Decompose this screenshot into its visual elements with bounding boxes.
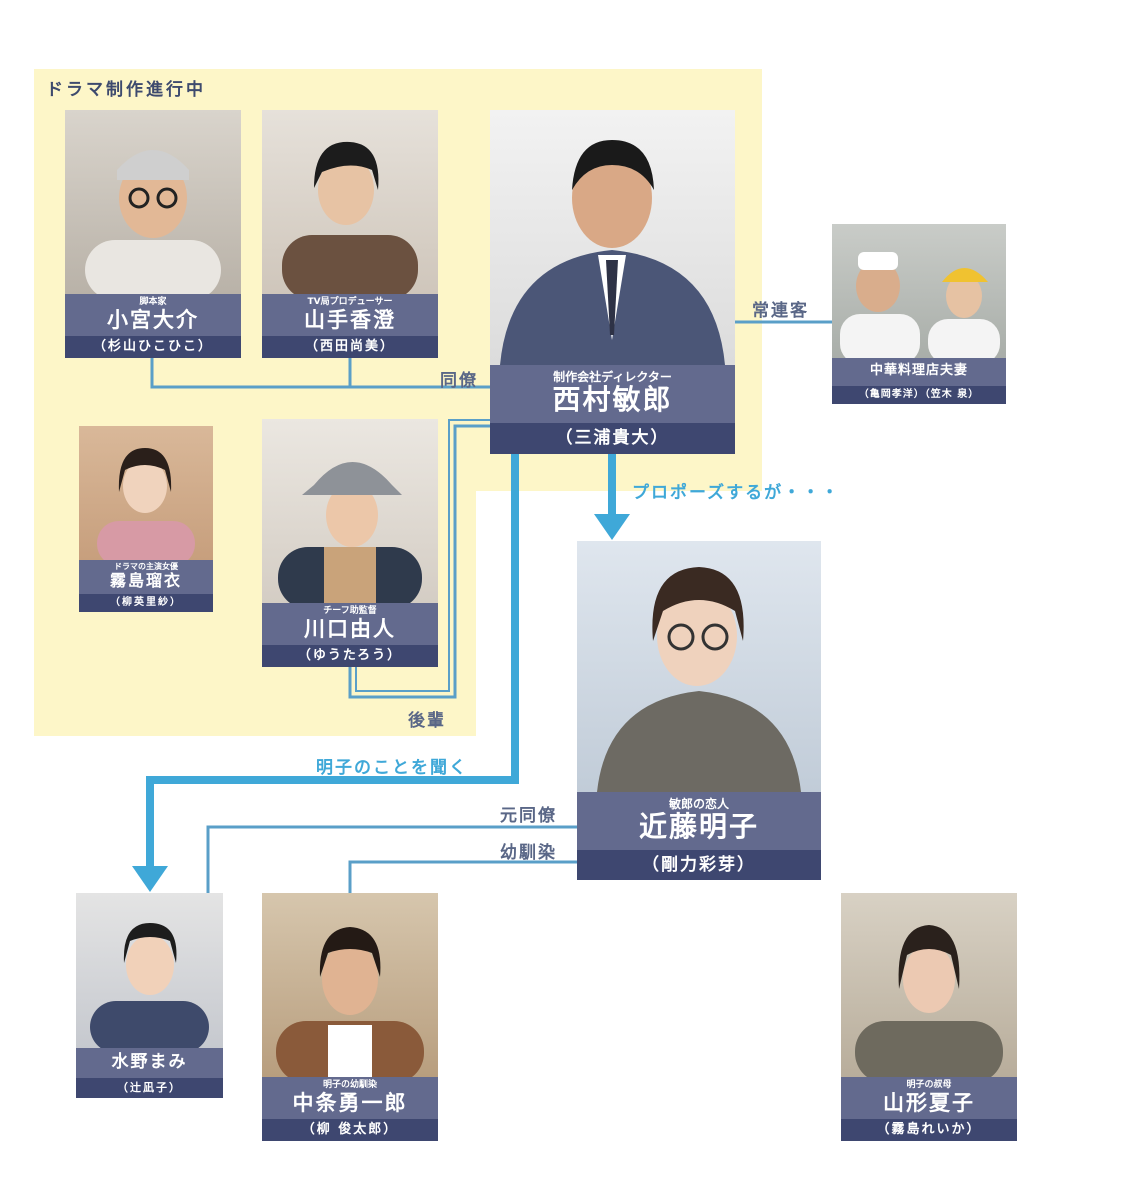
card-nishimura[interactable]: 制作会社ディレクター 西村敏郎 （三浦貴大） — [490, 110, 735, 454]
card-mizuno[interactable]: 水野まみ （辻凪子） — [76, 893, 223, 1098]
actor-mizuno: （辻凪子） — [76, 1078, 223, 1098]
card-kirishima[interactable]: ドラマの主演女優 霧島瑠衣 （柳英里紗） — [79, 426, 213, 612]
person-silhouette-icon — [85, 150, 221, 294]
name-yamate: 山手香澄 — [304, 307, 396, 332]
photo-chuka — [832, 224, 1006, 358]
actor-chujo: （柳 俊太郎） — [262, 1119, 438, 1141]
person-silhouette-icon — [500, 140, 725, 365]
label-kouhai: 後輩 — [408, 711, 446, 731]
person-silhouette-icon — [855, 925, 1003, 1077]
role-nishimura: 制作会社ディレクター — [553, 370, 672, 384]
photo-nishimura — [490, 110, 735, 365]
photo-komiya — [65, 110, 241, 294]
actor-nishimura: （三浦貴大） — [490, 423, 735, 454]
label-kiku: 明子のことを聞く — [316, 758, 468, 778]
name-kondo: 近藤明子 — [638, 810, 759, 844]
label-jouren: 常連客 — [752, 301, 809, 321]
actor-yamate: （西田尚美） — [262, 336, 438, 358]
role-yamate: TV局プロデューサー — [307, 297, 393, 307]
photo-kirishima — [79, 426, 213, 560]
card-chujo[interactable]: 明子の幼馴染 中条勇一郎 （柳 俊太郎） — [262, 893, 438, 1141]
arrow-kiku-head — [132, 866, 168, 892]
role-yamagata: 明子の叔母 — [906, 1080, 952, 1090]
card-kondo[interactable]: 敏郎の恋人 近藤明子 （剛力彩芽） — [577, 541, 821, 880]
actor-chuka: （亀岡孝洋）（笠木 泉） — [832, 386, 1006, 404]
actor-kawaguchi: （ゆうたろう） — [262, 645, 438, 667]
photo-kondo — [577, 541, 821, 792]
card-yamagata[interactable]: 明子の叔母 山形夏子 （霧島れいか） — [841, 893, 1017, 1141]
photo-mizuno — [76, 893, 223, 1048]
name-kawaguchi: 川口由人 — [304, 616, 396, 641]
photo-yamate — [262, 110, 438, 294]
photo-yamagata — [841, 893, 1017, 1077]
person-silhouette-icon — [597, 567, 801, 792]
person-silhouette-icon — [90, 923, 209, 1048]
label-propose: プロポーズするが・・・ — [632, 483, 841, 503]
role-kawaguchi: チーフ助監督 — [323, 606, 377, 616]
arrow-propose-head — [594, 514, 630, 540]
photo-chujo — [262, 893, 438, 1077]
name-chuka: 中華料理店夫妻 — [869, 363, 968, 378]
group-label: ドラマ制作進行中 — [46, 80, 206, 100]
line-osananajimi — [348, 860, 577, 893]
person-silhouette-icon — [97, 448, 195, 560]
couple-silhouette-icon — [840, 252, 1000, 358]
role-komiya: 脚本家 — [139, 297, 167, 307]
name-mizuno: 水野まみ — [111, 1052, 188, 1072]
name-nishimura: 西村敏郎 — [552, 383, 673, 417]
label-moto-douryou: 元同僚 — [500, 806, 557, 826]
name-komiya: 小宮大介 — [107, 307, 199, 332]
name-yamagata: 山形夏子 — [883, 1090, 975, 1115]
role-kirishima: ドラマの主演女優 — [114, 562, 178, 571]
actor-kondo: （剛力彩芽） — [577, 850, 821, 880]
actor-yamagata: （霧島れいか） — [841, 1119, 1017, 1141]
name-kirishima: 霧島瑠衣 — [109, 570, 182, 590]
label-douryou: 同僚 — [440, 371, 478, 391]
label-osananajimi: 幼馴染 — [500, 843, 557, 863]
photo-kawaguchi — [262, 419, 438, 603]
person-silhouette-icon — [282, 141, 418, 294]
actor-komiya: （杉山ひこひこ） — [65, 336, 241, 358]
actor-kirishima: （柳英里紗） — [79, 594, 213, 612]
card-kawaguchi[interactable]: チーフ助監督 川口由人 （ゆうたろう） — [262, 419, 438, 667]
person-silhouette-icon — [276, 927, 424, 1077]
role-kondo: 敏郎の恋人 — [668, 797, 729, 811]
card-chuka[interactable]: 中華料理店夫妻 （亀岡孝洋）（笠木 泉） — [832, 224, 1006, 404]
card-yamate[interactable]: TV局プロデューサー 山手香澄 （西田尚美） — [262, 110, 438, 358]
person-silhouette-icon — [278, 462, 422, 603]
card-komiya[interactable]: 脚本家 小宮大介 （杉山ひこひこ） — [65, 110, 241, 358]
name-chujo: 中条勇一郎 — [292, 1090, 408, 1115]
role-chujo: 明子の幼馴染 — [322, 1080, 377, 1090]
